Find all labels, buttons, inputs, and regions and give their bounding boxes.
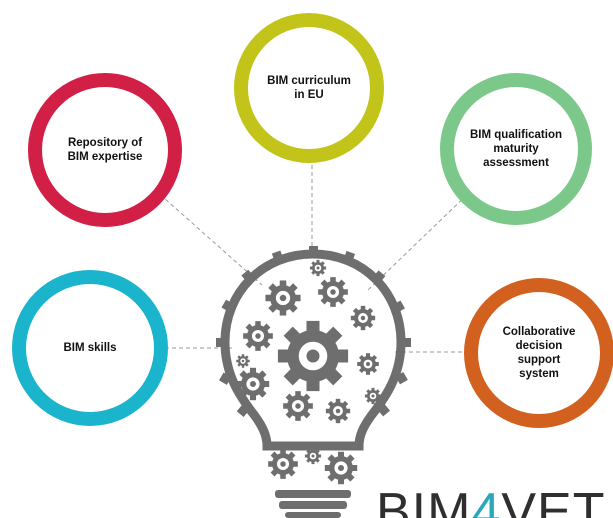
- connector-qualification: [367, 189, 473, 291]
- brand-part1: BIM: [376, 483, 472, 518]
- node-curriculum: BIM curriculum in EU: [234, 13, 384, 163]
- node-label-repository: Repository of BIM expertise: [67, 137, 143, 163]
- gear-cluster: [236, 259, 382, 424]
- node-label-qualification: BIM qualification maturity assessment: [470, 129, 562, 169]
- bulb-base: [268, 447, 358, 518]
- node-label-skills: BIM skills: [63, 342, 117, 354]
- node-repository: Repository of BIM expertise: [28, 73, 182, 227]
- connector-repository: [154, 189, 263, 286]
- brand-part2: VET: [501, 483, 606, 518]
- node-qualification: BIM qualification maturity assessment: [440, 73, 592, 225]
- node-label-collaborative: Collaborative decision support system: [502, 326, 576, 380]
- bulb-outline: [216, 246, 411, 451]
- brand-accent: 4: [471, 483, 502, 518]
- brand-logo: BIM4VET: [376, 482, 613, 518]
- node-skills: BIM skills: [12, 270, 168, 426]
- node-collaborative: Collaborative decision support system: [464, 278, 613, 428]
- node-label-curriculum: BIM curriculum in EU: [267, 75, 351, 101]
- lightbulb-gears-icon: [216, 246, 411, 518]
